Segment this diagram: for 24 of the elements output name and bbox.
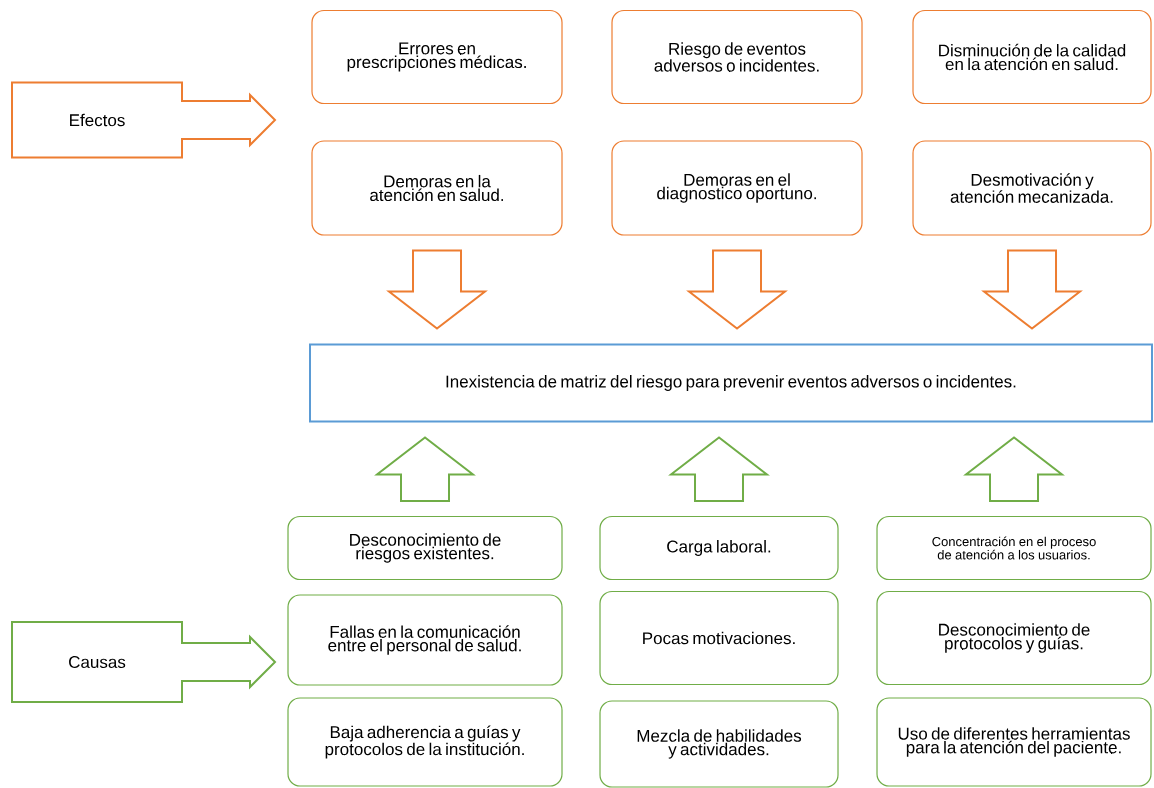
effect-box: Desmotivación y atención mecanizada. [912, 140, 1152, 236]
cause-box: Baja adherencia a guías y protocolos de la institución. [287, 697, 563, 787]
block-arrow [668, 436, 770, 502]
cause-box: Desconocimiento de riesgos existentes. [287, 515, 563, 581]
block-arrow [374, 436, 476, 502]
arrow-callout: Efectos [11, 81, 277, 159]
cause-box: Pocas motivaciones. [599, 590, 839, 686]
cause-box: Fallas en la comunicación entre el personal de salud. [287, 594, 563, 686]
block-arrow [686, 249, 788, 330]
effect-box: Demoras en la atención en salud. [311, 140, 563, 236]
problem-box: Inexistencia de matriz del riesgo para prevenir eventos adversos o incidentes. [309, 343, 1153, 423]
block-arrow [981, 249, 1083, 330]
effect-box: Demoras en el diagnostico oportuno. [611, 140, 863, 236]
effect-box: Disminución de la calidad en la atención en salud. [912, 9, 1152, 105]
effect-box: Errores en prescripciones médicas. [311, 9, 563, 105]
effect-box: Riesgo de eventos adversos o incidentes. [611, 9, 863, 105]
cause-box: Mezcla de habilidades y actividades. [599, 700, 839, 788]
block-arrow [963, 436, 1065, 502]
cause-box: Concentración en el proceso de atención a los usuarios. [876, 515, 1152, 581]
arrow-callout: Causas [11, 621, 277, 703]
cause-box: Desconocimiento de protocolos y guías. [876, 590, 1152, 686]
block-arrow [386, 249, 488, 330]
cause-box: Uso de diferentes herramientas para la atención del paciente. [876, 697, 1152, 787]
cause-box: Carga laboral. [599, 515, 839, 581]
